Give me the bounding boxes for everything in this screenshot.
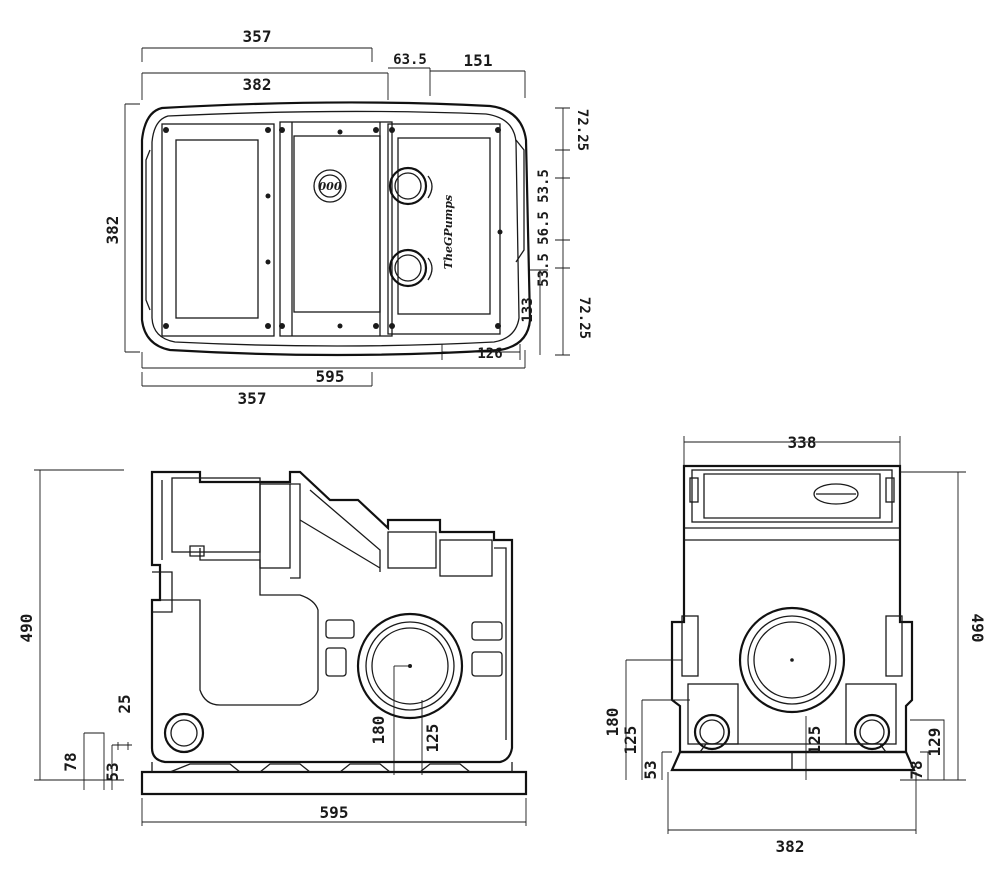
dim-side-490: 490 — [968, 614, 987, 643]
dim-side-338: 338 — [788, 433, 817, 452]
dim-top-151: 151 — [464, 51, 493, 70]
dim-bottom-357: 357 — [238, 389, 267, 408]
pressure-gauge: 000 — [313, 169, 347, 203]
front-view-body — [140, 470, 528, 796]
side-view: 338 490 180 125 53 125 78 129 382 — [603, 433, 987, 856]
dim-top-382: 382 — [243, 75, 272, 94]
dim-side-53: 53 — [641, 760, 660, 779]
dim-right-53-5-top: 53.5 — [536, 169, 552, 203]
dim-side-382: 382 — [776, 837, 805, 856]
dim-right-53-5-bot: 53.5 — [536, 253, 552, 287]
outlet-knob — [388, 248, 433, 288]
dim-front-125: 125 — [423, 724, 442, 753]
dim-side-125-mid: 125 — [805, 726, 824, 755]
dim-right-56-5: 56.5 — [536, 211, 552, 245]
inlet-knob — [388, 166, 433, 206]
front-view: 490 25 78 53 180 125 595 — [17, 469, 528, 826]
dim-right-126: 126 — [477, 346, 502, 362]
brand-logo: TheGPumps — [442, 195, 455, 269]
side-view-dimensions — [625, 436, 966, 834]
front-view-dimensions — [34, 469, 527, 826]
dim-side-180: 180 — [603, 708, 622, 737]
top-view-body — [140, 101, 532, 357]
side-view-body — [670, 464, 916, 772]
dim-side-78: 78 — [907, 760, 926, 779]
dim-right-72-25-top: 72.25 — [574, 109, 590, 151]
top-view-dimensions — [124, 47, 570, 387]
dim-bottom-595: 595 — [316, 367, 345, 386]
dim-front-490: 490 — [17, 614, 36, 643]
dim-top-63-5: 63.5 — [393, 52, 427, 68]
dim-front-25: 25 — [115, 694, 134, 713]
dim-front-53: 53 — [103, 762, 122, 781]
dim-right-72-25-bot: 72.25 — [576, 297, 592, 339]
top-view: 000 TheGPumps 357 382 63.5 151 382 595 3… — [103, 27, 592, 408]
dim-side-125-left: 125 — [621, 726, 640, 755]
dim-front-78: 78 — [61, 752, 80, 771]
dim-front-180: 180 — [369, 716, 388, 745]
dim-right-133: 133 — [520, 297, 536, 322]
dim-front-595: 595 — [320, 803, 349, 822]
dim-side-129: 129 — [925, 728, 944, 757]
dim-top-357: 357 — [243, 27, 272, 46]
gauge-label: 000 — [319, 180, 342, 193]
dim-left-382: 382 — [103, 216, 122, 245]
